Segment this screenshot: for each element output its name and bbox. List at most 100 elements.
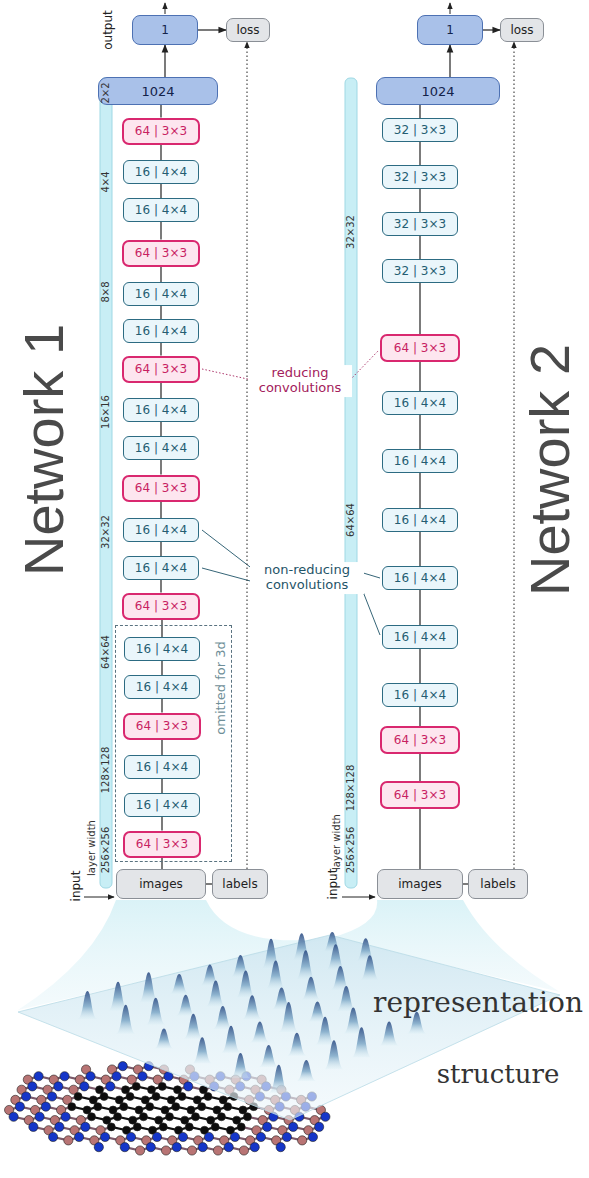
atom — [118, 1062, 127, 1071]
atom — [55, 1122, 64, 1131]
atom — [83, 1106, 91, 1114]
atom — [15, 1102, 24, 1111]
reducing-conv: 64 | 3×3 — [380, 334, 460, 362]
atom — [94, 1103, 102, 1111]
atom — [204, 1132, 213, 1141]
node-text: 64 | 3×3 — [135, 363, 187, 375]
atom — [158, 1082, 166, 1090]
atom — [100, 1093, 108, 1101]
atom — [211, 1123, 219, 1131]
axis-label: 16×16 — [101, 395, 111, 429]
node-text: 16 | 4×4 — [136, 761, 188, 773]
gaussian-peak — [77, 991, 97, 1019]
io-box: loss — [226, 18, 270, 42]
io-box: labels — [468, 869, 528, 899]
node-text: 1 — [161, 24, 169, 36]
axis-label: 32×32 — [101, 515, 111, 549]
gaussian-peak — [326, 944, 346, 970]
io-box: labels — [212, 869, 268, 899]
atom — [120, 1143, 129, 1152]
layer-connector — [419, 283, 420, 334]
node-text: 16 | 4×4 — [135, 325, 187, 337]
axis-label: layer width — [332, 814, 342, 870]
node-text: 64 | 3×3 — [394, 734, 446, 746]
gaussian-peak — [213, 1006, 233, 1029]
atom — [173, 1086, 181, 1094]
layer-connector — [160, 383, 161, 399]
reducing-conv: 64 | 3×3 — [122, 593, 200, 620]
gaussian-peak — [176, 995, 196, 1016]
atom — [198, 1143, 207, 1152]
conv-layer: 16 | 4×4 — [123, 160, 199, 184]
gaussian-peak — [352, 1027, 372, 1057]
axis-label: 4×4 — [101, 171, 111, 192]
node-text: 16 | 4×4 — [135, 442, 187, 454]
atom — [152, 1132, 161, 1141]
atom — [187, 1146, 196, 1155]
gaussian-peak — [287, 1033, 307, 1056]
atom — [237, 1123, 245, 1131]
layer-connector — [419, 707, 420, 726]
atom — [239, 1106, 247, 1114]
node-text: 16 | 4×4 — [136, 799, 188, 811]
gaussian-peak — [154, 1029, 174, 1049]
axis-label: input — [327, 869, 339, 900]
layer-connector — [419, 590, 420, 625]
gaussian-peak — [206, 981, 226, 1007]
non-reducing-leaders — [202, 530, 380, 635]
gaussian-peak — [360, 955, 380, 980]
gaussian-peak — [301, 977, 321, 1000]
atom — [166, 1113, 174, 1121]
reducing-conv: 64 | 3×3 — [123, 713, 201, 740]
conv-layer: 16 | 4×4 — [382, 508, 458, 532]
atom — [61, 1112, 70, 1121]
omitted-group: omitted for 3d16 | 4×416 | 4×464 | 3×316… — [115, 625, 232, 862]
node-text: 16 | 4×4 — [394, 689, 446, 701]
node-text: 32 | 3×3 — [394, 265, 446, 277]
layer-connector — [161, 740, 162, 756]
atom — [204, 1093, 212, 1101]
atom — [100, 1132, 109, 1141]
callout-label: reducing convolutions — [248, 365, 352, 397]
atom — [146, 1143, 155, 1152]
node-text: 16 | 4×4 — [394, 572, 446, 584]
layer-connector — [419, 236, 420, 259]
conv-layer: 16 | 4×4 — [123, 556, 199, 580]
node-text: 16 | 4×4 — [135, 288, 187, 300]
axis-label: 64×64 — [346, 503, 356, 537]
node-text: 16 | 4×4 — [135, 204, 187, 216]
layer-connector — [449, 45, 450, 77]
layer-connector — [161, 620, 162, 638]
atom — [161, 1106, 169, 1114]
conv-layer: 16 | 4×4 — [123, 319, 199, 343]
atom — [135, 1146, 144, 1155]
layer-connector — [160, 580, 161, 593]
conv-layer: 16 | 4×4 — [382, 449, 458, 473]
node-text: 16 | 4×4 — [136, 643, 188, 655]
conv-layer: 32 | 3×3 — [382, 165, 458, 189]
atom — [187, 1106, 195, 1114]
node-text: 1 — [446, 24, 454, 36]
axis-label: layer width — [87, 820, 97, 876]
layer-connector — [160, 267, 161, 283]
output-arrow — [165, 3, 166, 14]
atom — [172, 1103, 180, 1111]
layer-connector — [160, 105, 161, 118]
layer-connector — [419, 105, 420, 118]
atom — [152, 1093, 160, 1101]
node-text: labels — [222, 878, 257, 890]
reducing-conv: 64 | 3×3 — [123, 831, 201, 858]
atom — [178, 1132, 187, 1141]
conv-layer: 16 | 4×4 — [124, 675, 200, 699]
atom — [193, 1096, 201, 1104]
gaussian-peak — [242, 995, 262, 1019]
node-text: 32 | 3×3 — [394, 218, 446, 230]
axis-label: 2×2 — [101, 82, 111, 103]
output-box: 1 — [132, 15, 198, 45]
atom — [198, 1103, 206, 1111]
gaussian-peak — [279, 1002, 299, 1032]
gaussian-peak — [250, 1021, 270, 1042]
io-box: loss — [500, 18, 544, 42]
io-box: images — [116, 869, 206, 899]
conv-layer: 16 | 4×4 — [124, 793, 200, 817]
